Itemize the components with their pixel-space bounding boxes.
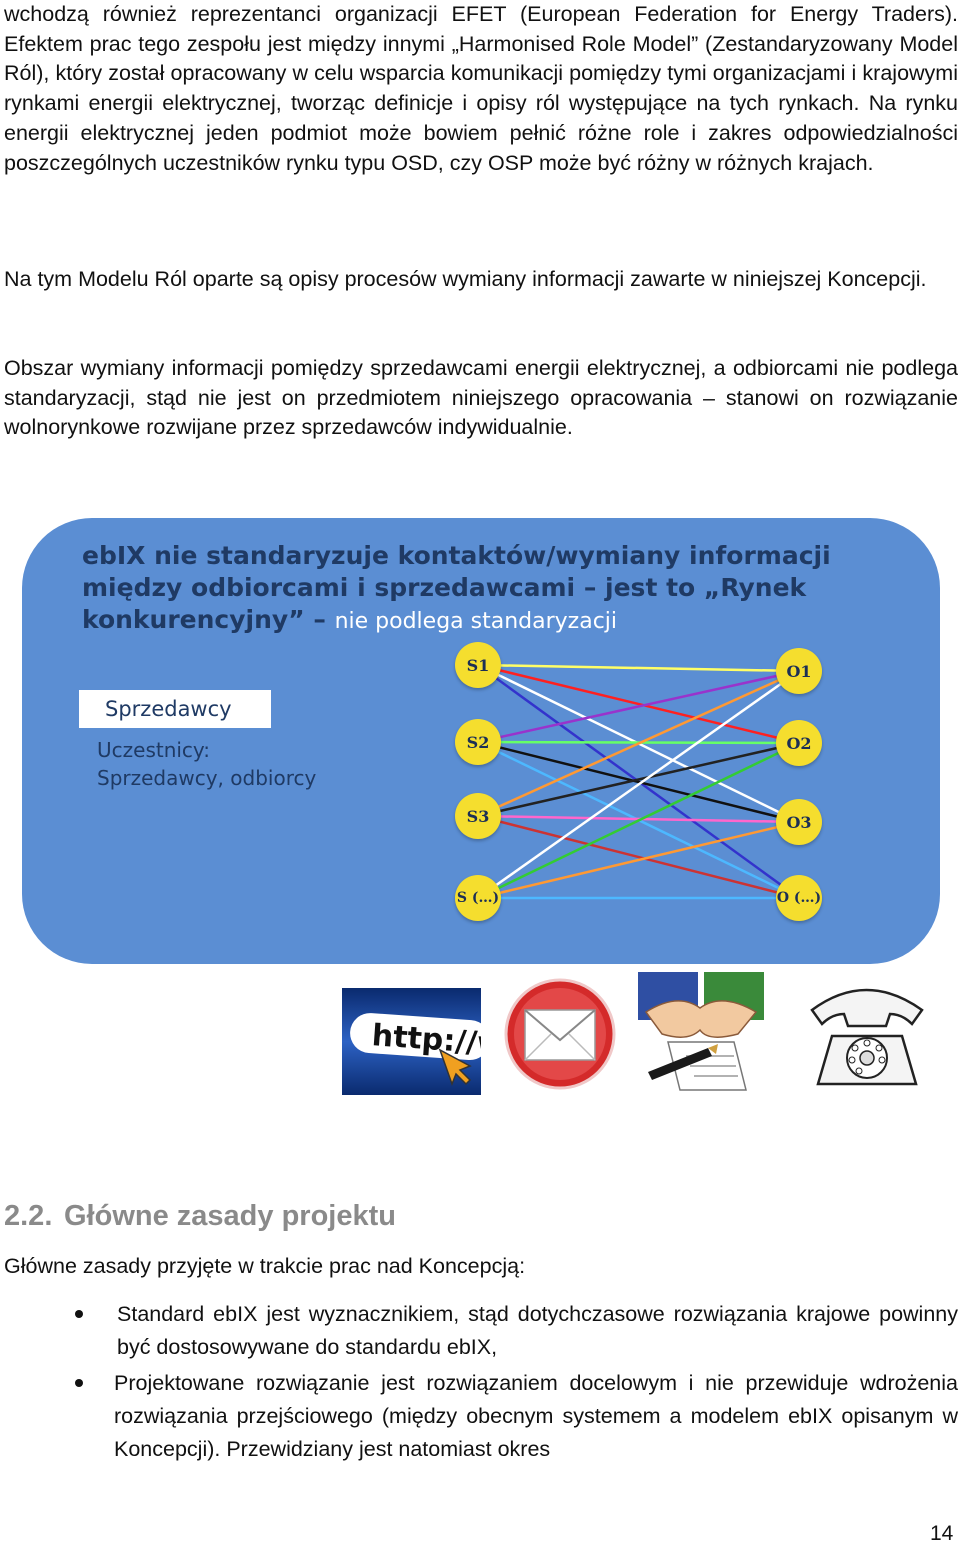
section-heading: 2.2. Główne zasady projektu	[4, 1200, 396, 1233]
connection-lines	[477, 663, 800, 900]
bullet-list-item-2: Projektowane rozwiązanie jest rozwiązani…	[4, 1367, 958, 1466]
seller-node: S (…)	[455, 875, 501, 921]
list-item: Standard ebIX jest wyznacznikiem, stąd d…	[4, 1298, 958, 1364]
section-intro: Główne zasady przyjęte w trakcie prac na…	[4, 1254, 526, 1278]
bullet-text-2: Projektowane rozwiązanie jest rozwiązani…	[114, 1371, 958, 1461]
handshake-contract-icon	[638, 972, 764, 1091]
buyer-node: O (…)	[776, 875, 822, 921]
connection-line	[477, 740, 800, 824]
participants-heading: Uczestnicy:	[97, 738, 211, 762]
connection-line	[477, 814, 800, 824]
seller-node: S2	[455, 719, 501, 765]
email-envelope-icon	[504, 978, 616, 1090]
diagram-title-bold: ebIX nie standaryzuje kontaktów/wymiany …	[82, 541, 831, 634]
bullet-dot-icon	[75, 1310, 83, 1318]
connection-line	[477, 741, 800, 900]
connection-line	[477, 663, 800, 673]
body-paragraph-1: wchodzą również reprezentanci organizacj…	[4, 2, 958, 175]
diagram-title-plain: nie podlega standaryzacji	[334, 609, 618, 634]
market-diagram: ebIX nie standaryzuje kontaktów/wymiany …	[22, 518, 940, 964]
connection-line	[477, 741, 800, 818]
list-item: Projektowane rozwiązanie jest rozwiązani…	[4, 1367, 958, 1466]
connection-line	[477, 814, 800, 900]
buyer-node: O2	[776, 720, 822, 766]
bullet-dot-icon	[75, 1379, 83, 1387]
browser-address-icon: http://www	[342, 988, 481, 1095]
seller-node: S1	[455, 642, 501, 688]
connection-line	[477, 669, 800, 818]
connection-line	[477, 669, 800, 900]
participants-label: Uczestnicy: Sprzedawcy, odbiorcy	[97, 736, 417, 792]
section-title: Główne zasady projektu	[64, 1200, 396, 1232]
connection-line	[477, 669, 800, 744]
connection-line	[477, 663, 800, 745]
section-number: 2.2.	[4, 1200, 53, 1232]
sellers-label-box: Sprzedawcy	[79, 690, 271, 728]
seller-node: S3	[455, 793, 501, 839]
buyer-node: O3	[776, 799, 822, 845]
bullet-list-item-1: Standard ebIX jest wyznacznikiem, stąd d…	[4, 1298, 958, 1364]
connection-line	[477, 820, 800, 900]
body-paragraph-3: Obszar wymiany informacji pomiędzy sprze…	[4, 356, 958, 440]
body-paragraph-2: Na tym Modelu Ról oparte są opisy proces…	[4, 267, 927, 291]
buyer-node: O1	[776, 648, 822, 694]
participants-list: Sprzedawcy, odbiorcy	[97, 766, 317, 790]
diagram-title: ebIX nie standaryzuje kontaktów/wymiany …	[82, 540, 902, 638]
bullet-text-1: Standard ebIX jest wyznacznikiem, stąd d…	[117, 1302, 958, 1359]
page-number: 14	[930, 1522, 954, 1545]
telephone-icon	[810, 988, 924, 1086]
